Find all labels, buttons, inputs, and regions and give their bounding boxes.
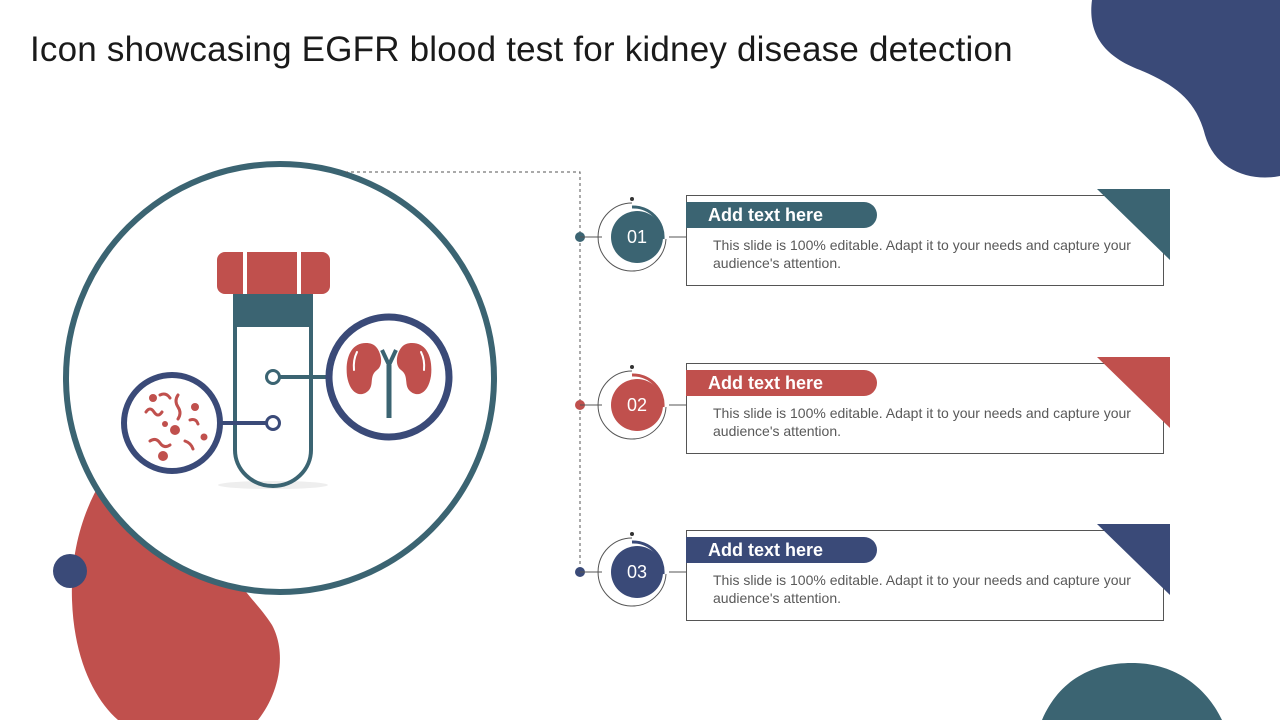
card-text-1: This slide is 100% editable. Adapt it to… — [713, 237, 1131, 271]
step-badge-3: 03 — [611, 546, 663, 598]
card-text-2: This slide is 100% editable. Adapt it to… — [713, 405, 1131, 439]
card-corner-1 — [1097, 189, 1170, 260]
text-card-2: Add text here This slide is 100% editabl… — [686, 363, 1164, 454]
card-heading-1: Add text here — [686, 202, 877, 228]
slide-title: Icon showcasing EGFR blood test for kidn… — [30, 30, 1013, 69]
step-badge-1: 01 — [611, 211, 663, 263]
card-corner-2 — [1097, 357, 1170, 428]
step-badge-2: 02 — [611, 379, 663, 431]
bottom-right-blob — [1042, 662, 1222, 720]
bacteria-icon — [121, 372, 281, 474]
card-corner-3 — [1097, 524, 1170, 595]
text-card-1: Add text here This slide is 100% editabl… — [686, 195, 1164, 286]
test-tube-icon — [217, 252, 330, 489]
text-card-3: Add text here This slide is 100% editabl… — [686, 530, 1164, 621]
card-text-3: This slide is 100% editable. Adapt it to… — [713, 572, 1131, 606]
navy-dot — [53, 554, 87, 588]
dashed-connector — [345, 171, 581, 572]
kidney-icon — [265, 313, 453, 441]
card-heading-2: Add text here — [686, 370, 877, 396]
top-right-blob — [1091, 0, 1280, 178]
card-heading-3: Add text here — [686, 537, 877, 563]
step-marker-1 — [575, 197, 686, 272]
